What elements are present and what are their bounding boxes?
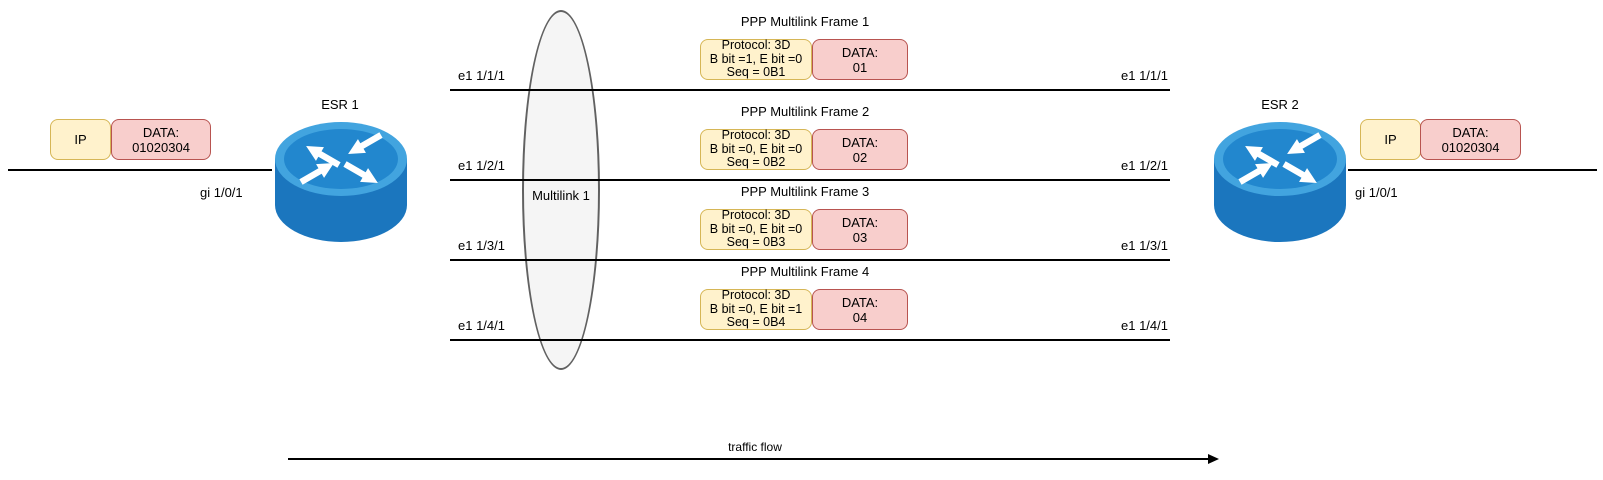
frame4-data-box: DATA: 04 — [812, 289, 908, 330]
frame4-data-label: DATA: — [841, 294, 879, 310]
right-data-packet-box: DATA: 01020304 — [1420, 119, 1521, 160]
frame2-protocol-line2: B bit =0, E bit =0 — [709, 141, 803, 156]
router1-icon — [275, 122, 407, 242]
left-ip-label: IP — [74, 132, 87, 147]
frame2-title: PPP Multilink Frame 2 — [740, 104, 870, 119]
frame3-protocol-line1: Protocol: 3D — [721, 208, 791, 223]
traffic-flow-arrow-line — [288, 458, 1210, 460]
frame2-data-box: DATA: 02 — [812, 129, 908, 170]
link2-right-label: e1 1/2/1 — [1121, 158, 1168, 173]
frame2-protocol-line3: Seq = 0B2 — [726, 155, 786, 170]
frame3-title: PPP Multilink Frame 3 — [740, 184, 870, 199]
link1-right-label: e1 1/1/1 — [1121, 68, 1168, 83]
frame1-data-box: DATA: 01 — [812, 39, 908, 80]
link2-left-label: e1 1/2/1 — [458, 158, 505, 173]
left-data-value: 01020304 — [132, 139, 190, 155]
multilink-bundle-ellipse — [522, 10, 600, 370]
frame2-protocol-line1: Protocol: 3D — [721, 128, 791, 143]
link1-left-label: e1 1/1/1 — [458, 68, 505, 83]
left-interface-label: gi 1/0/1 — [200, 185, 243, 200]
frame4-protocol-line3: Seq = 0B4 — [726, 315, 786, 330]
frame4-data-value: 04 — [852, 309, 868, 325]
left-data-label: DATA: — [142, 124, 180, 140]
traffic-flow-arrowhead-icon — [1208, 454, 1219, 464]
right-interface-label: gi 1/0/1 — [1355, 185, 1398, 200]
frame4-protocol-line1: Protocol: 3D — [721, 288, 791, 303]
frame3-data-value: 03 — [852, 229, 868, 245]
left-ip-packet-box: IP — [50, 119, 111, 160]
right-link-line — [1348, 169, 1597, 171]
frame4-title: PPP Multilink Frame 4 — [740, 264, 870, 279]
link3-left-label: e1 1/3/1 — [458, 238, 505, 253]
frame1-data-value: 01 — [852, 59, 868, 75]
frame1-protocol-line2: B bit =1, E bit =0 — [709, 51, 803, 66]
frame1-title: PPP Multilink Frame 1 — [740, 14, 870, 29]
frame3-protocol-line3: Seq = 0B3 — [726, 235, 786, 250]
link4-left-label: e1 1/4/1 — [458, 318, 505, 333]
multilink-bundle-label: Multilink 1 — [532, 188, 590, 203]
right-ip-label: IP — [1384, 132, 1397, 147]
frame2-data-value: 02 — [852, 149, 868, 165]
member-link-line-2 — [450, 179, 1170, 181]
router2-icon — [1214, 122, 1346, 242]
member-link-line-1 — [450, 89, 1170, 91]
left-link-line — [8, 169, 272, 171]
frame1-data-label: DATA: — [841, 44, 879, 60]
frame1-protocol-line3: Seq = 0B1 — [726, 65, 786, 80]
frame3-data-box: DATA: 03 — [812, 209, 908, 250]
member-link-line-4 — [450, 339, 1170, 341]
right-data-value: 01020304 — [1441, 139, 1500, 155]
right-data-label: DATA: — [1452, 124, 1489, 140]
frame4-protocol-box: Protocol: 3D B bit =0, E bit =1 Seq = 0B… — [700, 289, 812, 330]
link4-right-label: e1 1/4/1 — [1121, 318, 1168, 333]
link3-right-label: e1 1/3/1 — [1121, 238, 1168, 253]
member-link-line-3 — [450, 259, 1170, 261]
right-ip-packet-box: IP — [1360, 119, 1421, 160]
router1-label: ESR 1 — [321, 97, 359, 112]
frame2-data-label: DATA: — [841, 134, 879, 150]
frame1-protocol-box: Protocol: 3D B bit =1, E bit =0 Seq = 0B… — [700, 39, 812, 80]
frame1-protocol-line1: Protocol: 3D — [721, 38, 791, 53]
frame2-protocol-box: Protocol: 3D B bit =0, E bit =0 Seq = 0B… — [700, 129, 812, 170]
frame3-protocol-box: Protocol: 3D B bit =0, E bit =0 Seq = 0B… — [700, 209, 812, 250]
frame3-data-label: DATA: — [841, 214, 879, 230]
left-data-packet-box: DATA: 01020304 — [111, 119, 211, 160]
frame4-protocol-line2: B bit =0, E bit =1 — [709, 301, 803, 316]
traffic-flow-label: traffic flow — [728, 440, 782, 454]
router2-label: ESR 2 — [1261, 97, 1299, 112]
frame3-protocol-line2: B bit =0, E bit =0 — [709, 221, 803, 236]
